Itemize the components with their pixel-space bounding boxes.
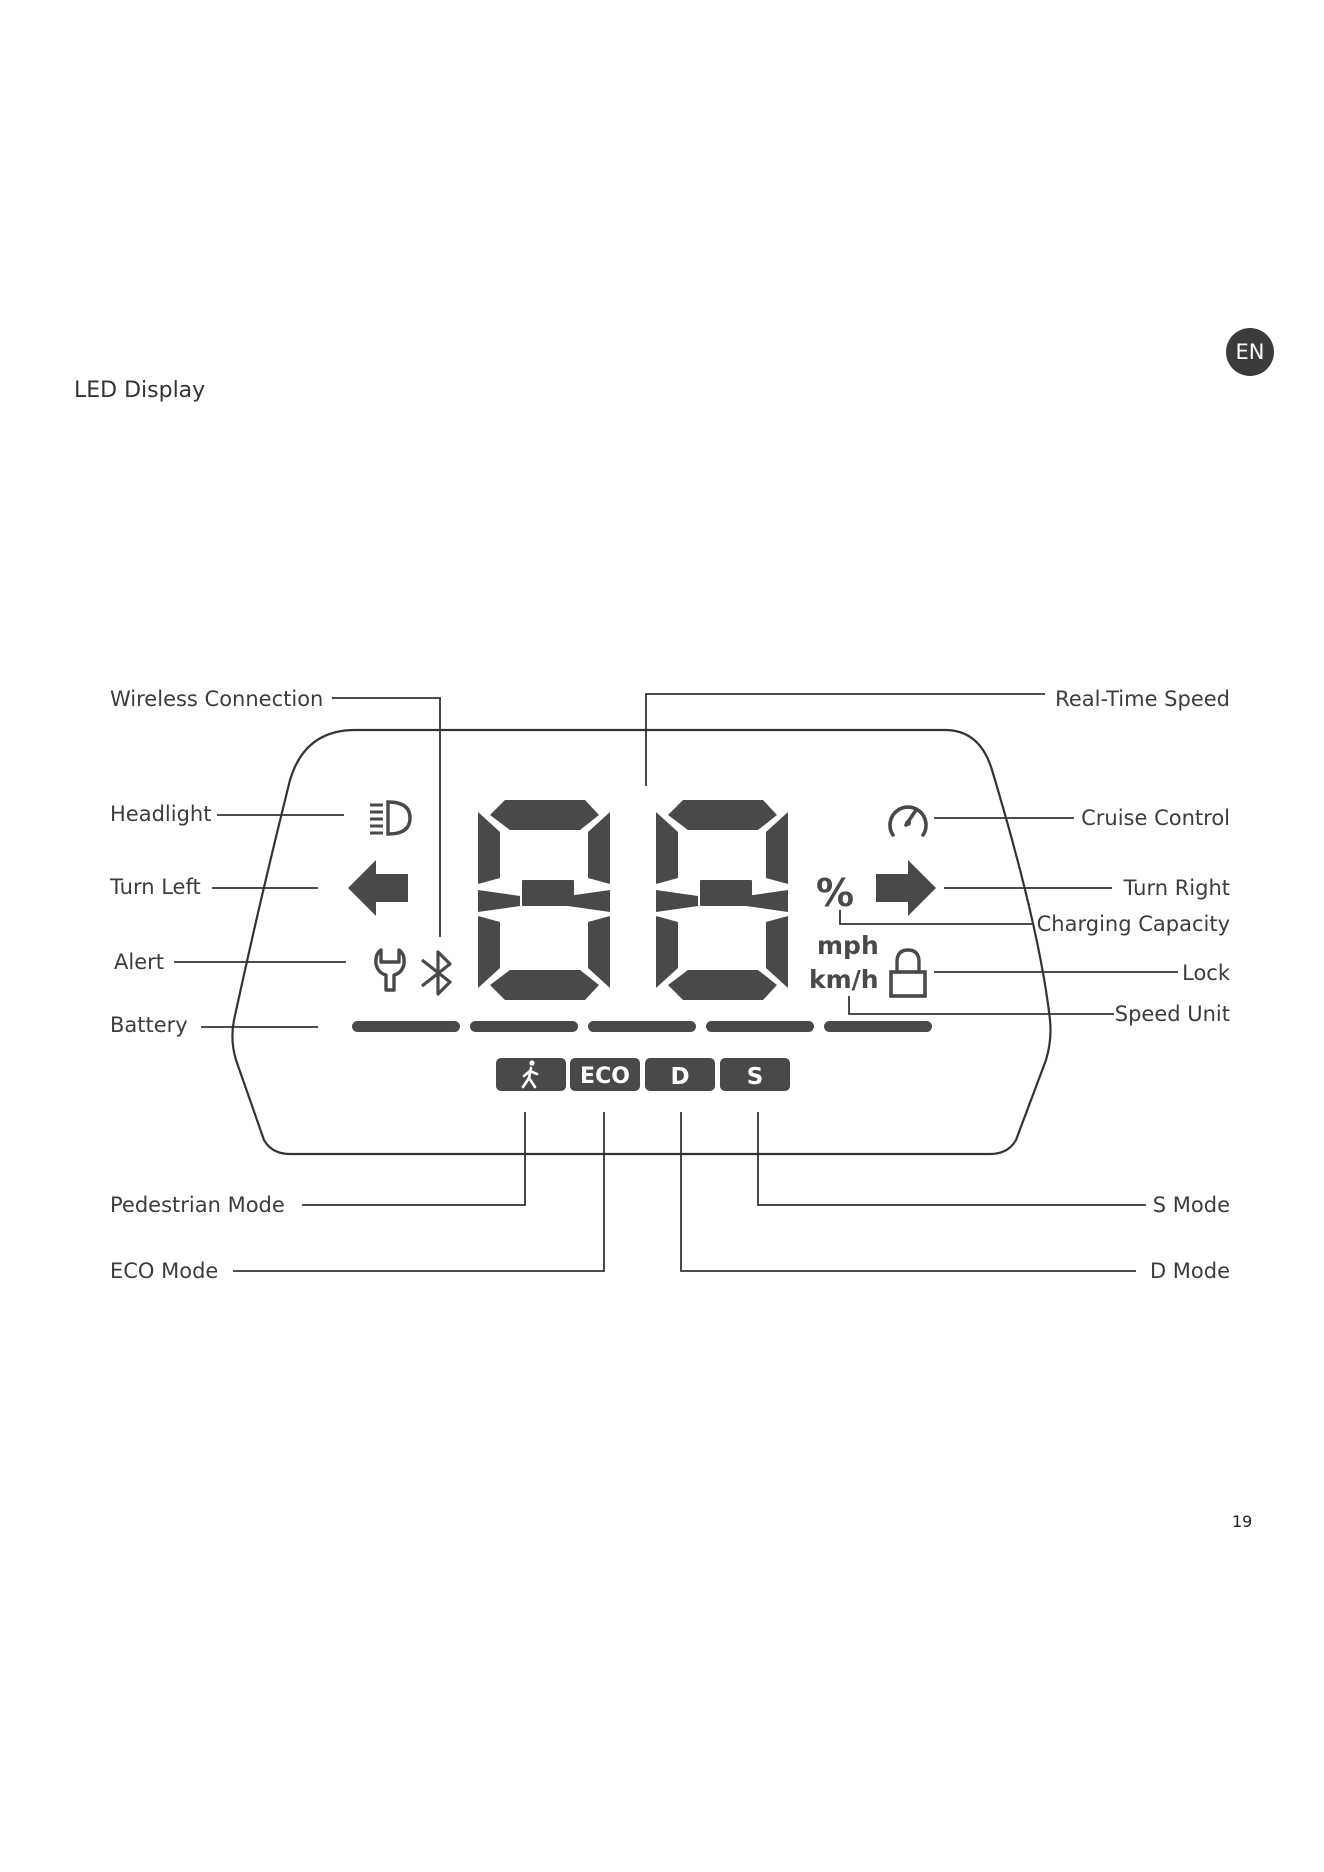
label-cruise-control: Cruise Control <box>1081 806 1230 830</box>
unit-kmh: km/h <box>809 965 879 994</box>
bluetooth-icon <box>422 952 450 994</box>
label-pedestrian-mode: Pedestrian Mode <box>110 1193 285 1217</box>
mode-label-d: D <box>670 1064 689 1090</box>
display-outline <box>232 730 1050 1154</box>
label-charging-capacity: Charging Capacity <box>1037 912 1230 936</box>
mode-button-d: D <box>645 1058 715 1091</box>
leader-d-mode <box>681 1112 1136 1271</box>
arrow-right-icon <box>876 860 936 916</box>
arrow-left-icon <box>348 860 408 916</box>
leader-charging <box>840 910 1032 924</box>
leader-eco <box>233 1112 604 1271</box>
label-alert: Alert <box>114 950 164 974</box>
leader-speed-unit <box>849 996 1114 1014</box>
label-wireless-connection: Wireless Connection <box>110 687 323 711</box>
unit-mph: mph <box>817 931 879 960</box>
wrench-icon <box>376 950 404 990</box>
battery-bar-4 <box>706 1021 814 1032</box>
battery-bar-2 <box>470 1021 578 1032</box>
leader-speed <box>646 694 1045 786</box>
label-eco-mode: ECO Mode <box>110 1259 218 1283</box>
mode-button-eco: ECO <box>570 1058 640 1091</box>
speed-digit-1 <box>478 800 610 1000</box>
battery-bar-3 <box>588 1021 696 1032</box>
lock-icon <box>891 950 925 996</box>
percent-symbol: % <box>816 871 854 915</box>
mode-label-s: S <box>747 1064 764 1090</box>
mode-button-s: S <box>720 1058 790 1091</box>
label-turn-right: Turn Right <box>1123 876 1231 900</box>
speedometer-icon <box>890 807 926 835</box>
mode-label-eco: ECO <box>580 1064 630 1089</box>
label-battery: Battery <box>110 1013 188 1037</box>
speed-digit-2 <box>656 800 788 1000</box>
battery-bar-group <box>352 1021 932 1032</box>
label-lock: Lock <box>1182 961 1231 985</box>
leader-s-mode <box>758 1112 1146 1205</box>
headlight-icon <box>370 802 410 834</box>
battery-bar-1 <box>352 1021 460 1032</box>
leader-pedestrian <box>302 1112 525 1205</box>
mode-button-pedestrian <box>496 1058 566 1091</box>
label-headlight: Headlight <box>110 802 211 826</box>
label-s-mode: S Mode <box>1153 1193 1230 1217</box>
label-d-mode: D Mode <box>1150 1259 1230 1283</box>
label-real-time-speed: Real-Time Speed <box>1055 687 1230 711</box>
battery-bar-5 <box>824 1021 932 1032</box>
label-speed-unit: Speed Unit <box>1115 1002 1230 1026</box>
label-turn-left: Turn Left <box>109 875 201 899</box>
